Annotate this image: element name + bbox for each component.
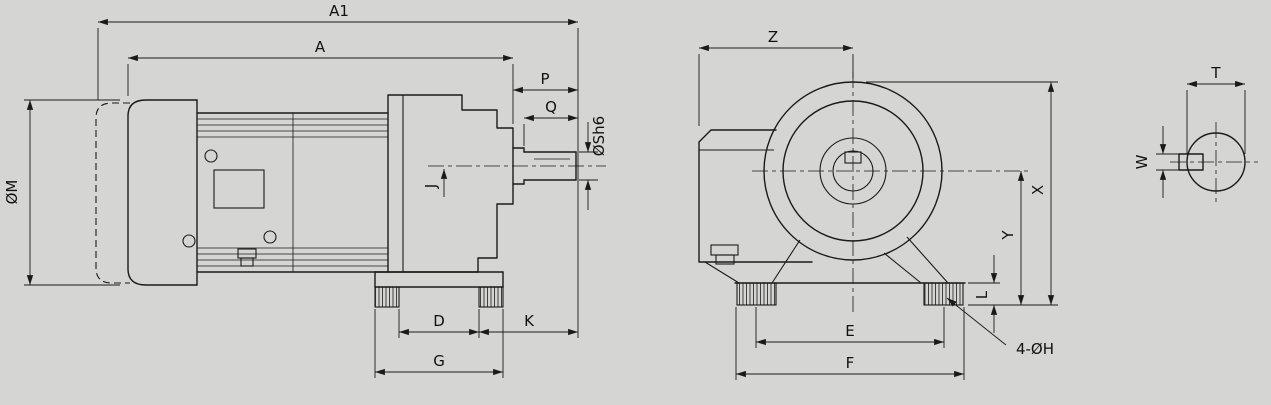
- dim-label-motor-dia: ØM: [3, 180, 21, 205]
- dim-label-f: F: [846, 354, 855, 372]
- mounting-feet: [374, 271, 504, 308]
- motor-end-bell: [127, 99, 198, 286]
- front-housing: [698, 129, 813, 265]
- dim-label-a: A: [315, 38, 326, 56]
- dim-label-e: E: [845, 322, 854, 340]
- dim-label-z: Z: [768, 28, 778, 46]
- front-view: Z X Y L E F 4-ØH: [698, 28, 1058, 380]
- dim-label-q: Q: [545, 98, 557, 116]
- leader-mounting-holes: [946, 297, 1007, 346]
- side-view: A1 A P Q ØSh6 ØM J D K G: [3, 2, 608, 378]
- dim-label-d: D: [433, 312, 445, 330]
- dim-label-g: G: [433, 352, 445, 370]
- dim-label-l: L: [973, 290, 991, 299]
- gearbox-housing: [387, 94, 514, 273]
- dim-label-w: W: [1133, 154, 1151, 169]
- drain-plug: [237, 248, 257, 259]
- cable-gland-nut: [715, 254, 735, 265]
- dim-label-mounting-holes: 4-ØH: [1016, 340, 1054, 358]
- dim-label-shaft-dia: ØSh6: [590, 116, 608, 156]
- mounting-pad: [374, 286, 400, 308]
- dim-label-t: T: [1210, 64, 1221, 82]
- drain-plug-nut: [240, 257, 254, 267]
- bolt-circle: [263, 230, 277, 244]
- shaft-end-view: T W: [1133, 64, 1258, 204]
- bolt-circle: [204, 149, 218, 163]
- dim-label-k: K: [524, 312, 535, 330]
- mounting-pad: [478, 286, 504, 308]
- mounting-pad: [736, 282, 777, 306]
- terminal-box: [213, 169, 265, 209]
- dim-label-j: J: [422, 184, 440, 189]
- front-base: [704, 236, 966, 306]
- mounting-pad: [923, 282, 964, 306]
- cable-gland: [710, 244, 739, 256]
- dim-label-a1: A1: [329, 2, 349, 20]
- motor-body: [196, 112, 389, 273]
- output-shaft: [512, 147, 577, 185]
- dim-label-p: P: [540, 70, 549, 88]
- dim-label-y: Y: [999, 230, 1017, 241]
- dim-label-x: X: [1029, 185, 1047, 195]
- rear-cover-dashed: [95, 102, 130, 284]
- bolt-circle: [182, 234, 196, 248]
